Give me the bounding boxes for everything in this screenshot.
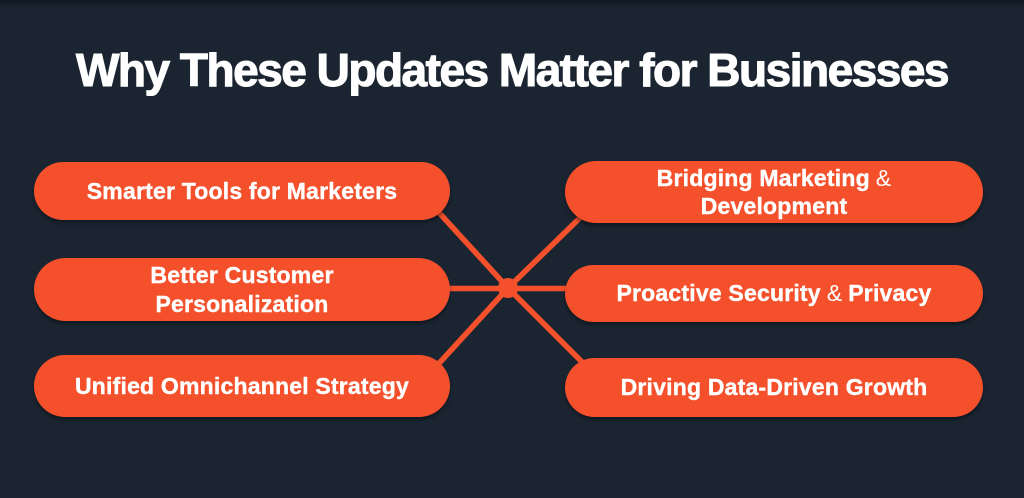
pill-smarter-tools-for-marketers: Smarter Tools for Marketers bbox=[34, 162, 450, 220]
top-edge-shade bbox=[0, 0, 1024, 9]
pill-label-line2: Development bbox=[700, 193, 848, 219]
pill-unified-omnichannel-strategy: Unified Omnichannel Strategy bbox=[34, 355, 450, 417]
pill-driving-data-driven-growth: Driving Data-Driven Growth bbox=[565, 358, 983, 417]
hub-dot bbox=[498, 278, 518, 298]
pill-proactive-security-privacy: Proactive Security&Privacy bbox=[565, 265, 983, 322]
pill-label: Proactive Security&Privacy bbox=[616, 279, 931, 307]
pill-label: Smarter Tools for Marketers bbox=[86, 177, 398, 204]
ampersand-text: & bbox=[826, 280, 843, 307]
pill-label: Unified Omnichannel Strategy bbox=[74, 372, 410, 399]
page-title: Why These Updates Matter for Businesses bbox=[75, 43, 950, 96]
pill-bridging-marketing-development: Bridging Marketing& Development bbox=[565, 161, 983, 223]
pill-label-line2: Personalization bbox=[155, 290, 329, 317]
pill-label-line1: Better Customer bbox=[150, 262, 334, 289]
pill-better-customer-personalization: Better Customer Personalization bbox=[34, 258, 450, 321]
pill-label: Driving Data-Driven Growth bbox=[620, 374, 928, 401]
pill-label-text: Privacy bbox=[848, 280, 932, 307]
pill-label-text: Proactive Security bbox=[616, 280, 821, 307]
pill-label-text: Bridging Marketing bbox=[656, 164, 870, 191]
pill-label-line1: Bridging Marketing& bbox=[656, 164, 892, 192]
ampersand-text: & bbox=[875, 164, 892, 191]
